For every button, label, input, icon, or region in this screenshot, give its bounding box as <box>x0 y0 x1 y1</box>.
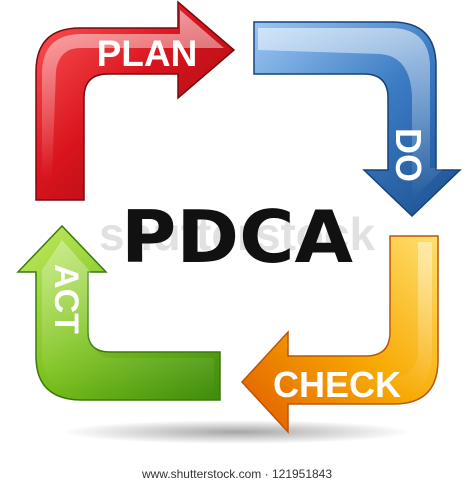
check-label: CHECK <box>273 364 401 405</box>
act-label: ACT <box>47 264 85 334</box>
do-arrow: DO <box>253 21 462 218</box>
floor-shadow <box>62 420 412 444</box>
check-arrow: CHECK <box>240 235 439 434</box>
act-arrow: ACT <box>16 224 221 401</box>
watermark: shutterstock <box>99 208 375 260</box>
do-label: DO <box>388 128 429 182</box>
plan-label: PLAN <box>97 33 198 74</box>
image-credit: www.shutterstock.com · 121951843 <box>141 467 332 481</box>
center-title: PDCA <box>121 195 353 279</box>
plan-arrow: PLAN <box>35 0 236 201</box>
